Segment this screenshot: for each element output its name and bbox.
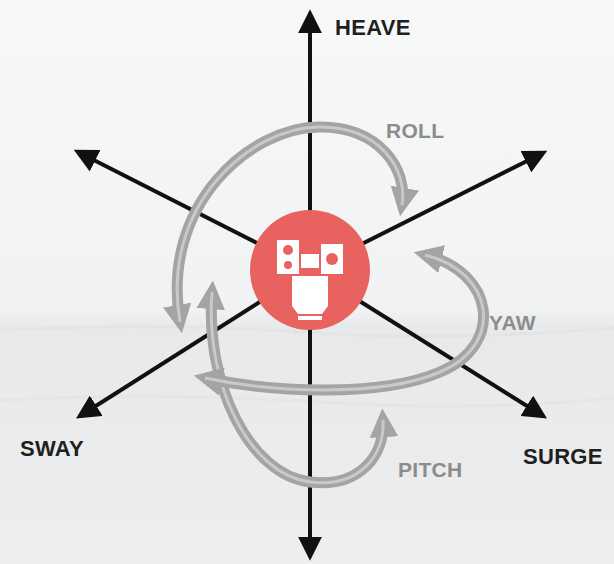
axis-lines bbox=[78, 14, 543, 556]
axis-label: SWAY bbox=[20, 438, 84, 460]
axis-label: YAW bbox=[489, 312, 536, 333]
axis-label: HEAVE bbox=[335, 17, 411, 39]
device-badge bbox=[250, 210, 370, 330]
axis-label: ROLL bbox=[386, 120, 444, 141]
rotation-arrows bbox=[177, 127, 483, 483]
axis-label: PITCH bbox=[398, 459, 463, 480]
axis-label: SURGE bbox=[523, 446, 603, 468]
